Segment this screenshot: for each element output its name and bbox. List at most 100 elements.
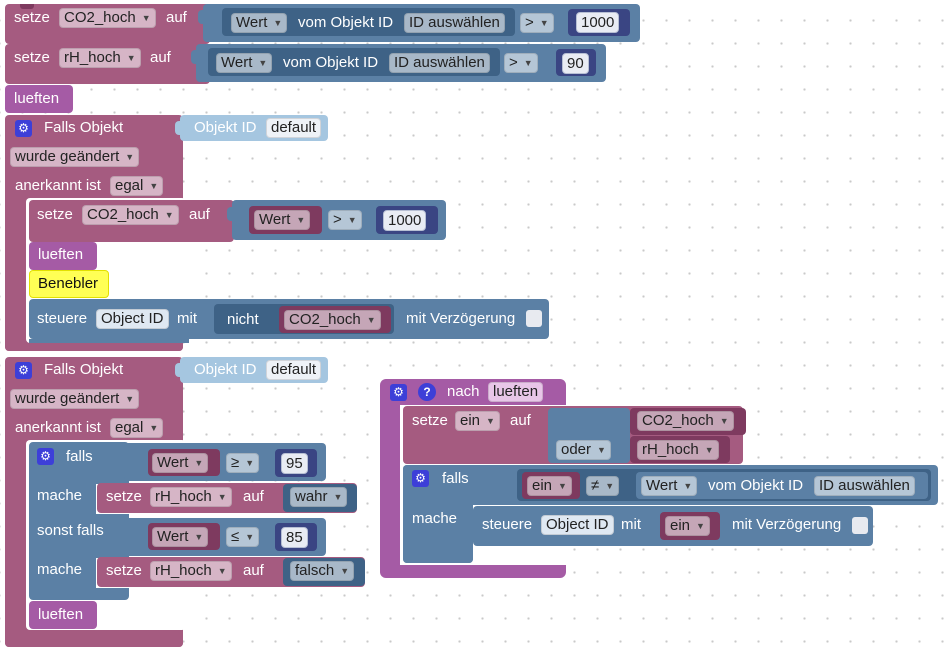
trigger-attr-dropdown[interactable]: Wert▼ — [152, 453, 209, 473]
procedure-label: lueften — [14, 90, 60, 107]
caret-down-icon: ▼ — [719, 416, 729, 426]
call-benebler-block[interactable] — [29, 270, 109, 298]
auf-label: auf — [189, 206, 210, 223]
var-dropdown-co2[interactable]: CO2_hoch▼ — [82, 205, 179, 225]
caret-down-icon: ▼ — [125, 394, 135, 404]
var-dropdown-ein[interactable]: ein▼ — [527, 476, 572, 496]
objekt-id-label: Objekt ID — [194, 119, 257, 136]
delay-checkbox[interactable] — [526, 310, 542, 327]
caret-down-icon: ▼ — [347, 215, 357, 225]
caret-down-icon: ▼ — [340, 566, 350, 576]
anerkannt-ist-label: anerkannt ist — [15, 177, 101, 194]
boolean-dropdown-true[interactable]: wahr▼ — [290, 487, 348, 507]
operator-dropdown[interactable]: >▼ — [520, 13, 554, 33]
var-dropdown-rh[interactable]: rH_hoch▼ — [59, 48, 141, 68]
caret-down-icon: ▼ — [486, 416, 495, 426]
attr-dropdown-wert[interactable]: Wert▼ — [641, 476, 698, 496]
caret-down-icon: ▼ — [296, 215, 306, 225]
number-input[interactable]: 85 — [281, 527, 308, 548]
number-input[interactable]: 90 — [562, 53, 589, 74]
ack-dropdown[interactable]: egal▼ — [110, 176, 164, 196]
question-icon[interactable]: ? — [418, 383, 436, 401]
object-id-default[interactable]: default — [266, 360, 322, 380]
caret-down-icon: ▼ — [149, 181, 159, 191]
attr-dropdown-wert[interactable]: Wert▼ — [216, 53, 273, 73]
gear-icon[interactable]: ⚙ — [37, 448, 54, 465]
var-dropdown-rh[interactable]: rH_hoch▼ — [150, 487, 232, 507]
caret-down-icon: ▼ — [125, 152, 135, 162]
trigger-attr-dropdown[interactable]: Wert▼ — [152, 527, 209, 547]
operator-dropdown[interactable]: >▼ — [328, 210, 362, 230]
gear-icon[interactable]: ⚙ — [412, 470, 429, 487]
object-id-selector[interactable]: Object ID — [541, 515, 614, 535]
caret-down-icon: ▼ — [366, 315, 376, 325]
object-id-selector[interactable]: ID auswählen — [389, 53, 490, 73]
call-lueften-block[interactable] — [29, 242, 97, 270]
number-input[interactable]: 1000 — [576, 12, 620, 33]
setze-label: setze — [412, 412, 448, 429]
setze-label: setze — [14, 9, 50, 26]
setze-label: setze — [106, 562, 142, 579]
var-dropdown-ein[interactable]: ein▼ — [455, 411, 500, 431]
vom-objekt-id-label: vom Objekt ID — [298, 14, 394, 31]
call-lueften-block[interactable] — [5, 85, 73, 113]
setze-label: setze — [14, 49, 50, 66]
number-input[interactable]: 1000 — [383, 210, 427, 231]
object-id-selector[interactable]: ID auswählen — [814, 476, 915, 496]
mit-verzoegerung-label: mit Verzögerung — [732, 516, 842, 533]
operator-dropdown[interactable]: >▼ — [504, 53, 538, 73]
operator-dropdown[interactable]: ≠▼ — [586, 476, 620, 496]
delay-checkbox[interactable] — [852, 517, 868, 534]
gear-icon[interactable]: ⚙ — [15, 362, 32, 379]
boolean-dropdown-false[interactable]: falsch▼ — [290, 561, 355, 581]
vom-objekt-id-label: vom Objekt ID — [283, 54, 379, 71]
procedure-label: lueften — [38, 606, 84, 623]
var-dropdown-ein[interactable]: ein▼ — [665, 516, 710, 536]
trigger-condition-dropdown[interactable]: wurde geändert▼ — [10, 147, 140, 167]
gear-icon[interactable]: ⚙ — [390, 384, 407, 401]
trigger-condition-dropdown[interactable]: wurde geändert▼ — [10, 389, 140, 409]
mit-label: mit — [621, 516, 641, 533]
object-id-selector[interactable]: ID auswählen — [404, 13, 505, 33]
caret-down-icon: ▼ — [273, 18, 283, 28]
anerkannt-ist-label: anerkannt ist — [15, 419, 101, 436]
mache-label: mache — [37, 487, 83, 504]
caret-down-icon: ▼ — [704, 445, 714, 455]
falls-objekt-label: Falls Objekt — [44, 119, 124, 136]
trigger-attr-dropdown[interactable]: Wert▼ — [254, 210, 311, 230]
caret-down-icon: ▼ — [149, 423, 159, 433]
caret-down-icon: ▼ — [333, 492, 343, 502]
object-id-selector[interactable]: Object ID — [96, 309, 169, 329]
trigger-block-2-footer — [5, 632, 183, 647]
call-lueften-block[interactable] — [29, 601, 97, 629]
gear-icon[interactable]: ⚙ — [15, 120, 32, 137]
connector-tab — [227, 207, 234, 221]
caret-down-icon: ▼ — [605, 481, 615, 491]
attr-dropdown-wert[interactable]: Wert▼ — [231, 13, 288, 33]
auf-label: auf — [166, 9, 187, 26]
caret-down-icon: ▼ — [539, 18, 549, 28]
logic-operator-dropdown[interactable]: oder▼ — [556, 440, 611, 460]
falls-label: falls — [66, 448, 93, 465]
number-input[interactable]: 95 — [281, 453, 308, 474]
var-dropdown-rh[interactable]: rH_hoch▼ — [150, 561, 232, 581]
var-dropdown-co2[interactable]: CO2_hoch▼ — [637, 411, 734, 431]
operator-dropdown[interactable]: ≥▼ — [226, 453, 260, 473]
ack-dropdown[interactable]: egal▼ — [110, 418, 164, 438]
mache-label: mache — [37, 561, 83, 578]
caret-down-icon: ▼ — [164, 210, 174, 220]
operator-dropdown[interactable]: ≤▼ — [226, 527, 260, 547]
var-dropdown-rh[interactable]: rH_hoch▼ — [637, 440, 719, 460]
caret-down-icon: ▼ — [597, 445, 606, 455]
caret-down-icon: ▼ — [217, 566, 227, 576]
connector-tab — [191, 50, 198, 64]
mache-label: mache — [412, 510, 458, 527]
setze-label: setze — [106, 488, 142, 505]
object-id-default[interactable]: default — [266, 118, 322, 138]
objekt-id-label: Objekt ID — [194, 361, 257, 378]
var-dropdown-co2[interactable]: CO2_hoch▼ — [59, 8, 156, 28]
procedure-label: Benebler — [38, 275, 99, 292]
function-name-field[interactable]: lueften — [488, 382, 544, 402]
var-dropdown-co2[interactable]: CO2_hoch▼ — [284, 310, 381, 330]
auf-label: auf — [150, 49, 171, 66]
